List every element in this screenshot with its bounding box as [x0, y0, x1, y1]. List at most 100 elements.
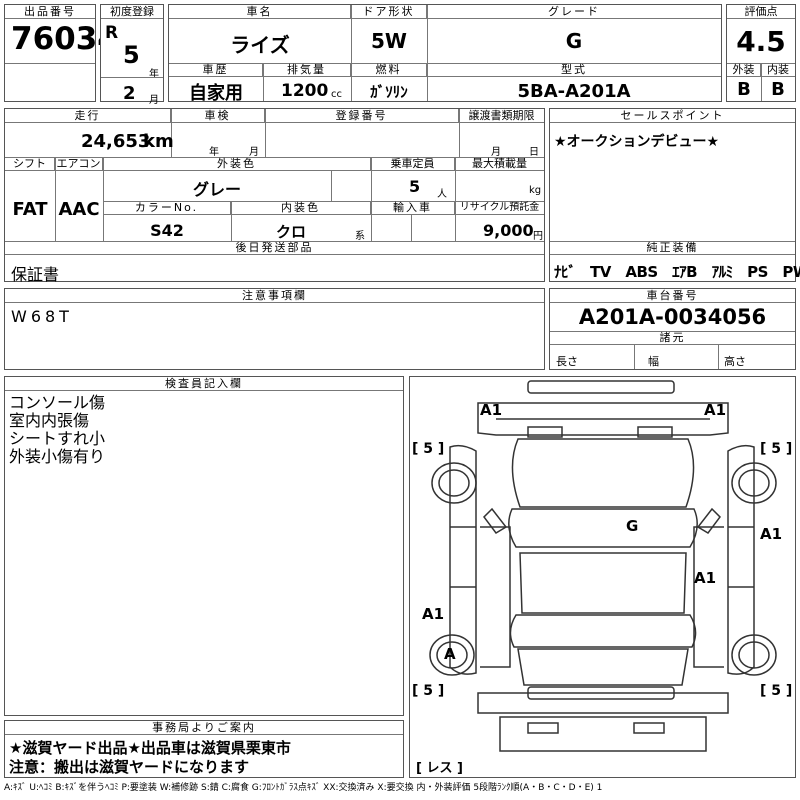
displacement-unit: cc [331, 89, 342, 100]
first-reg-box: 初度登録 R 5 年 2 月 [100, 4, 164, 106]
inspector-label: 検査員記入欄 [5, 377, 403, 391]
caution-label: 注意事項欄 [5, 289, 544, 303]
ac: AAC [58, 199, 100, 220]
displacement: 1200 [281, 81, 329, 101]
office-label: 事務局よりご案内 [5, 721, 403, 735]
spare-tire: [ レス ] [416, 761, 463, 776]
caution-text: W68T [11, 307, 73, 326]
interior-grade: B [771, 79, 785, 100]
chassis-number: A201A-0034056 [578, 305, 767, 329]
month-unit: 月 [149, 95, 159, 106]
damage-mark-left-wheel: A [444, 645, 456, 663]
office-box: 事務局よりご案内 ★滋賀ヤード出品★出品車は滋賀県栗東市 注意：搬出は滋賀ヤード… [4, 720, 404, 778]
inspector-box: 検査員記入欄 コンソール傷 室内内張傷 シートすれ小 外装小傷有り [4, 376, 404, 716]
car-outline [429, 380, 777, 752]
int-color-suffix: 系 [355, 231, 365, 242]
shift-label: シフト [5, 157, 55, 171]
grade: G [565, 29, 583, 53]
door-label: ドア形状 [351, 5, 427, 19]
inspection-label: 車検 [171, 109, 265, 123]
transfer-day: 日 [529, 147, 539, 158]
damage-mark-windshield: G [626, 517, 639, 535]
mileage: 24,653 [81, 131, 151, 152]
ext-color-label: 外装色 [103, 157, 371, 171]
first-reg-month: 2 [123, 83, 136, 104]
recycle: 9,000 [483, 221, 534, 240]
displacement-label: 排気量 [263, 63, 351, 77]
first-reg-label: 初度登録 [101, 5, 163, 19]
ext-color: グレー [192, 180, 241, 199]
damage-mark-left-rear: A1 [422, 605, 445, 623]
score-box: 評価点 4.5 外装 内装 B B [726, 4, 796, 102]
inspector-line-2: 室内内張傷 [9, 411, 90, 430]
car-info-box: 車名 ドア形状 グレード ライズ 5W G 車歴 排気量 燃料 型式 自家用 1… [168, 4, 722, 104]
ac-label: エアコン [55, 157, 103, 171]
office-line-1: ★滋賀ヤード出品★出品車は滋賀県栗東市 [9, 739, 291, 757]
import-label: 輸入車 [371, 201, 455, 215]
sales-point-label: セールスポイント [550, 109, 795, 123]
lot-label: 出品番号 [5, 5, 95, 19]
car-diagram: A1 A1 A1 G A1 A1 A [ 5 ] [ 5 ] [ 5 ] [ 5… [409, 376, 796, 778]
tire-rear-left: [ 5 ] [412, 683, 445, 699]
tire-front-left: [ 5 ] [412, 441, 445, 457]
fuel-label: 燃料 [351, 63, 427, 77]
length-label: 長さ [556, 355, 578, 368]
chassis-box: 車台番号 A201A-0034056 諸元 長さ 幅 高さ [549, 288, 796, 370]
capacity-unit: 人 [437, 189, 447, 200]
damage-mark-front-right: A1 [704, 401, 727, 419]
later-parts-label: 後日発送部品 [5, 241, 544, 255]
recycle-unit: 円 [533, 231, 543, 242]
grade-label: グレード [427, 5, 721, 19]
score: 4.5 [736, 25, 786, 58]
height-label: 高さ [724, 355, 746, 368]
color-no-label: カラーNo. [103, 201, 231, 215]
lot-box: 出品番号 76034 [4, 4, 119, 102]
office-line-2: 注意：搬出は滋賀ヤードになります [9, 758, 250, 776]
car-name: ライズ [230, 33, 290, 57]
insp-year-unit: 年 [209, 147, 219, 158]
model: 5BA-A201A [517, 81, 631, 102]
details-box: 走行 車検 登録番号 譲渡書類期限 24,653 km 年 月 月 日 シフト … [4, 108, 545, 284]
color-no: S42 [150, 221, 184, 240]
transfer-month: 月 [491, 147, 501, 158]
exterior-label: 外装 [727, 63, 761, 77]
history-label: 車歴 [169, 63, 263, 77]
interior-label: 内装 [761, 63, 795, 77]
year-unit: 年 [149, 69, 159, 80]
inspector-line-4: 外装小傷有り [9, 447, 106, 466]
inspector-line-3: シートすれ小 [9, 429, 106, 448]
reg-label: 登録番号 [265, 109, 459, 123]
score-label: 評価点 [727, 5, 795, 19]
damage-mark-right-fender: A1 [760, 525, 783, 543]
equipment-label: 純正装備 [550, 241, 795, 255]
max-load-unit: kg [529, 185, 542, 196]
history: 自家用 [189, 83, 243, 104]
mileage-unit: km [143, 131, 174, 152]
caution-box: 注意事項欄 W68T [4, 288, 545, 370]
sales-box: セールスポイント ★オークションデビュー★ 純正装備 ﾅﾋﾞ TV ABS ｴｱ… [549, 108, 800, 282]
fuel: ｶﾞｿﾘﾝ [370, 83, 408, 101]
later-parts: 保証書 [11, 265, 60, 284]
insp-month-unit: 月 [249, 147, 259, 158]
model-label: 型式 [427, 63, 721, 77]
width-label: 幅 [648, 355, 659, 368]
int-color: クロ [275, 223, 306, 241]
damage-mark-front-left: A1 [480, 401, 503, 419]
car-name-label: 車名 [169, 5, 351, 19]
era: R [105, 23, 119, 43]
exterior-grade: B [737, 79, 751, 100]
legend: A:ｷｽﾞ U:ﾍｺﾐ B:ｷｽﾞを伴うﾍｺﾐ P:要塗装 W:補修跡 S:錆 … [4, 783, 603, 793]
capacity-label: 乗車定員 [371, 157, 455, 171]
damage-mark-right-door: A1 [694, 569, 717, 587]
first-reg-year: 5 [123, 41, 140, 69]
tire-rear-right: [ 5 ] [760, 683, 793, 699]
equipment: ﾅﾋﾞ TV ABS ｴｱB ｱﾙﾐ PS PW [554, 263, 800, 281]
chassis-label: 車台番号 [550, 289, 795, 303]
sales-point: ★オークションデビュー★ [554, 134, 720, 150]
door: 5W [371, 29, 407, 53]
recycle-label: リサイクル預託金 [455, 201, 544, 215]
inspector-line-1: コンソール傷 [9, 393, 106, 412]
capacity: 5 [409, 177, 421, 196]
transfer-label: 譲渡書類期限 [459, 109, 544, 123]
specs-label: 諸元 [550, 331, 795, 345]
